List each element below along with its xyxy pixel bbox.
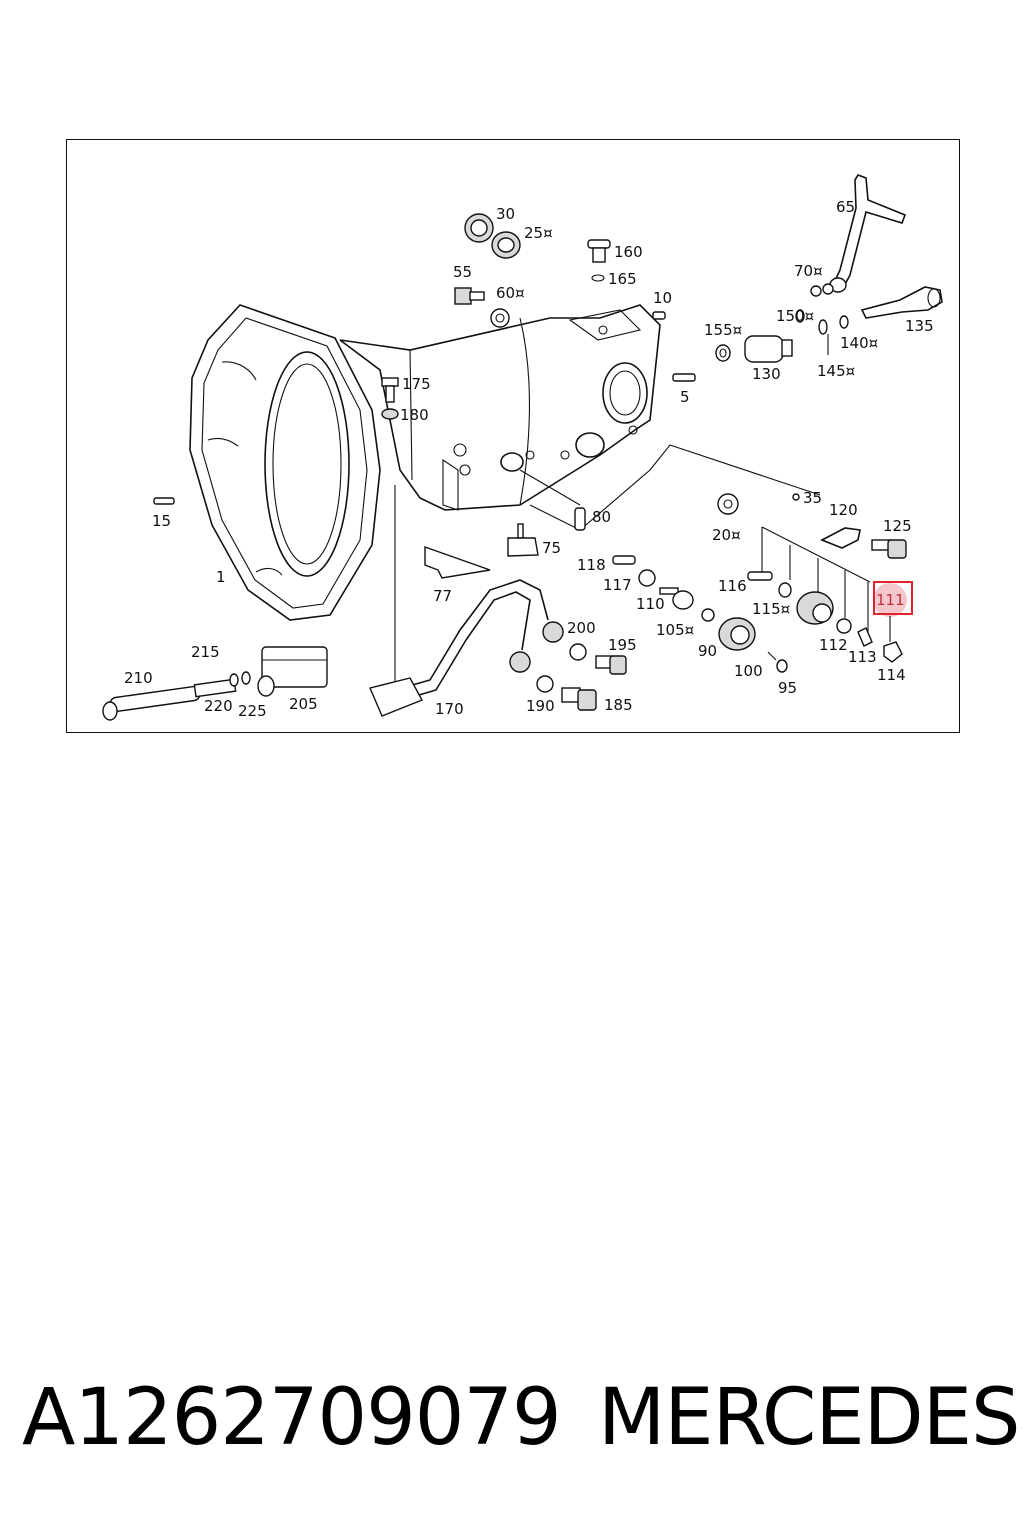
bolt-175 — [381, 377, 399, 420]
callout-130: 130 — [752, 365, 781, 383]
callout-114: 114 — [877, 666, 906, 684]
callout-225: 225 — [238, 702, 267, 720]
callout-210: 210 — [124, 669, 153, 687]
callout-5: 5 — [680, 388, 690, 406]
callout-20: 20¤ — [712, 526, 741, 544]
diagram-frame — [66, 139, 960, 733]
callout-100: 100 — [734, 662, 763, 680]
callout-120: 120 — [829, 501, 858, 519]
callout-175: 175 — [402, 375, 431, 393]
callout-165: 165 — [608, 270, 637, 288]
callout-190: 190 — [526, 697, 555, 715]
highlight-111 — [873, 581, 913, 642]
sensor-75 — [507, 523, 539, 557]
callout-95: 95 — [778, 679, 797, 697]
part-number: A1262709079 — [22, 1373, 562, 1463]
callout-111: 111 — [876, 591, 905, 609]
brand-name: MERCEDES — [598, 1373, 1020, 1463]
rod-210 — [102, 678, 237, 721]
callout-150: 150¤ — [776, 307, 814, 325]
rings-140-150 — [795, 309, 849, 355]
callout-115: 115¤ — [752, 600, 790, 618]
callout-180: 180 — [400, 406, 429, 424]
callout-10: 10 — [653, 289, 672, 307]
transmission-exploded-diagram: 30 25¤ 160 165 55 60¤ 10 65 70¤ 150¤ 155… — [102, 174, 943, 721]
pin-5 — [672, 373, 696, 382]
callout-105: 105¤ — [656, 621, 694, 639]
pin-15 — [153, 497, 175, 505]
callout-65: 65 — [836, 198, 855, 216]
seal-60 — [490, 308, 510, 328]
seal-30 — [464, 213, 494, 243]
callout-170: 170 — [435, 700, 464, 718]
callout-155: 155¤ — [704, 321, 742, 339]
callout-80: 80 — [592, 508, 611, 526]
callout-112: 112 — [819, 636, 848, 654]
selector-lever-65 — [810, 174, 907, 297]
seal-25 — [491, 231, 521, 259]
callout-160: 160 — [614, 243, 643, 261]
ball-35 — [792, 493, 800, 501]
rings-215-225 — [229, 671, 251, 687]
pipe-170 — [369, 485, 564, 717]
callout-140: 140¤ — [840, 334, 878, 352]
callout-125: 125 — [883, 517, 912, 535]
pin-10 — [652, 311, 666, 320]
callout-35: 35 — [803, 489, 822, 507]
callout-30: 30 — [496, 205, 515, 223]
callout-90: 90 — [698, 642, 717, 660]
callout-195: 195 — [608, 636, 637, 654]
footer: A1262709079 MERCEDES — [0, 1370, 1024, 1480]
callout-145: 145¤ — [817, 362, 855, 380]
callout-205: 205 — [289, 695, 318, 713]
bracket-77 — [424, 546, 491, 579]
bolt-125 — [871, 539, 907, 559]
callout-labels: 30 25¤ 160 165 55 60¤ 10 65 70¤ 150¤ 155… — [124, 198, 934, 720]
fittings-185-200 — [536, 643, 627, 711]
valve-train — [612, 526, 903, 673]
callout-55: 55 — [453, 263, 472, 281]
callout-1: 1 — [216, 568, 226, 586]
bracket-120 — [820, 527, 861, 549]
callout-185: 185 — [604, 696, 633, 714]
callout-220: 220 — [204, 697, 233, 715]
callout-113: 113 — [848, 648, 877, 666]
callout-70: 70¤ — [794, 262, 823, 280]
bolt-55 — [454, 287, 485, 305]
callout-25: 25¤ — [524, 224, 553, 242]
callout-110: 110 — [636, 595, 665, 613]
callout-135: 135 — [905, 317, 934, 335]
bell-housing — [189, 304, 381, 621]
callout-200: 200 — [567, 619, 596, 637]
callout-75: 75 — [542, 539, 561, 557]
callout-118: 118 — [577, 556, 606, 574]
pan-outline — [529, 444, 821, 531]
plug-80 — [574, 507, 586, 531]
plug-160 — [587, 239, 611, 282]
cylinder-205 — [257, 646, 328, 697]
callout-116: 116 — [718, 577, 747, 595]
valve-130 — [715, 335, 793, 363]
callout-15: 15 — [152, 512, 171, 530]
transmission-case — [339, 304, 661, 511]
callout-117: 117 — [603, 576, 632, 594]
callout-215: 215 — [191, 643, 220, 661]
callout-77: 77 — [433, 587, 452, 605]
shaft-135 — [860, 286, 943, 319]
seal-20 — [717, 493, 739, 515]
callout-60: 60¤ — [496, 284, 525, 302]
